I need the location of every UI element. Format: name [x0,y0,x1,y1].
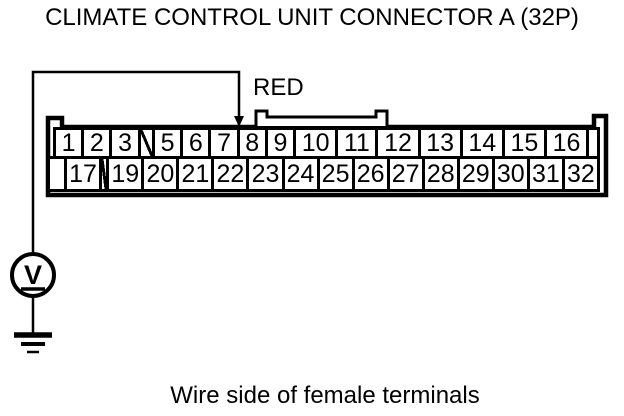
terminal-13: 13 [417,127,463,159]
terminal-24: 24 [281,156,320,192]
terminal-3: 3 [109,127,141,159]
terminal-29: 29 [456,156,495,192]
caption: Wire side of female terminals [170,382,480,409]
terminal-1: 1 [53,127,85,159]
ground-icon [14,332,52,354]
terminal-32: 32 [561,156,600,192]
terminal-25: 25 [316,156,355,192]
probe-wire [31,70,241,254]
terminal-27: 27 [386,156,425,192]
terminal-12: 12 [375,127,421,159]
terminal-21: 21 [176,156,215,192]
wire-color-label: RED [253,74,304,101]
terminal-14: 14 [459,127,505,159]
terminal-17: 17 [64,156,103,192]
terminal-6: 6 [180,127,212,159]
terminal-row-bottom: 17 19 20 21 22 23 24 25 26 27 28 29 30 3… [47,156,600,192]
terminal-2: 2 [81,127,113,159]
terminal-26: 26 [351,156,390,192]
terminal-11: 11 [335,127,379,159]
terminal-16: 16 [543,127,590,159]
terminal-30: 30 [491,156,530,192]
terminal-23: 23 [246,156,285,192]
probe-arrowhead-icon [234,116,244,127]
terminal-10: 10 [293,127,339,159]
voltmeter-letter: V [24,260,42,290]
diagram-title: CLIMATE CONTROL UNIT CONNECTOR A (32P) [45,4,579,31]
terminal-31: 31 [526,156,565,192]
terminal-7: 7 [208,127,240,159]
terminal-19: 19 [106,156,145,192]
terminal-8: 8 [236,127,268,159]
voltmeter-icon: V [10,252,56,298]
connector-key-tab [254,109,389,126]
terminal-9: 9 [264,127,297,159]
terminal-20: 20 [141,156,180,192]
terminal-row-top: 1 2 3 5 6 7 8 9 10 11 12 13 14 15 16 [53,127,601,159]
terminal-15: 15 [501,127,547,159]
blank-cell-top-right [586,127,601,159]
terminal-22: 22 [211,156,250,192]
terminal-28: 28 [421,156,460,192]
terminal-5: 5 [151,127,184,159]
